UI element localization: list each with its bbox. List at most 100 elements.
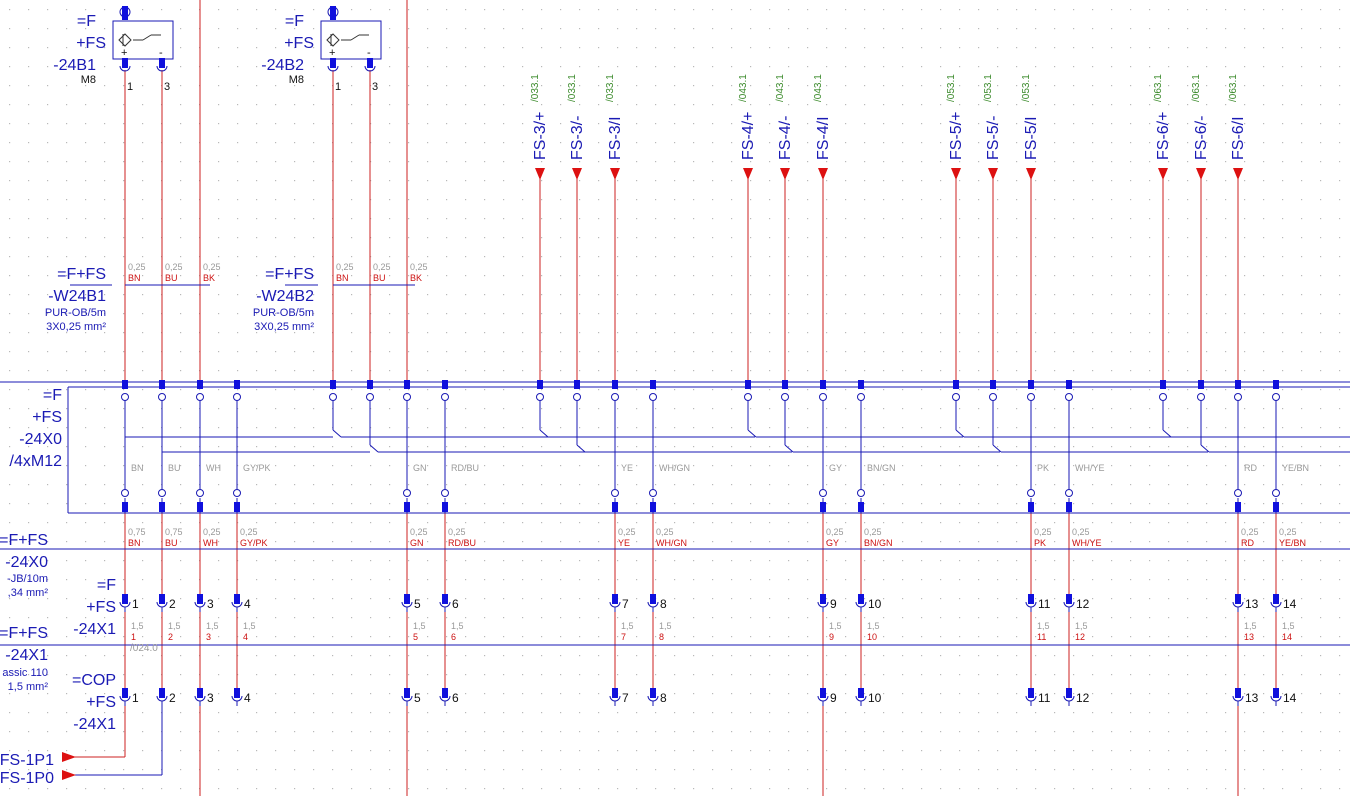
output-fs-1p0[interactable]: FS-1P0 — [0, 770, 54, 787]
box-top-connector[interactable] — [953, 380, 959, 389]
terminal1-terminal[interactable] — [858, 594, 864, 604]
ref-label[interactable]: FS-4/I — [815, 116, 832, 160]
box-bottom-connector[interactable] — [650, 502, 656, 512]
box-top-connector[interactable] — [612, 380, 618, 389]
box-top-connector[interactable] — [858, 380, 864, 389]
terminal1-terminal[interactable] — [197, 594, 203, 604]
box-bottom-connector[interactable] — [1066, 502, 1072, 512]
sensor-24b1[interactable] — [112, 6, 174, 72]
box-top-connector[interactable] — [159, 380, 165, 389]
terminal1-terminal[interactable] — [404, 594, 410, 604]
ref-label[interactable]: FS-3/I — [607, 116, 624, 160]
box-top-connector[interactable] — [782, 380, 788, 389]
ref-arrow-icon[interactable] — [818, 168, 828, 180]
box-top-connector[interactable] — [197, 380, 203, 389]
ref-label[interactable]: FS-6/+ — [1155, 112, 1172, 160]
box-top-connector[interactable] — [1160, 380, 1166, 389]
box-top-connector[interactable] — [442, 380, 448, 389]
ref-arrow-icon[interactable] — [1158, 168, 1168, 180]
ref-crossref[interactable]: /063.1 — [1228, 74, 1239, 102]
output-arrow-icon[interactable] — [62, 752, 76, 762]
sensor-24b2-pin-terminal[interactable] — [330, 58, 336, 68]
ref-crossref[interactable]: /043.1 — [813, 74, 824, 102]
terminal2-terminal[interactable] — [1028, 688, 1034, 698]
ref-label[interactable]: FS-5/- — [985, 116, 1002, 160]
ref-label[interactable]: FS-6/- — [1193, 116, 1210, 160]
box-top-connector[interactable] — [574, 380, 580, 389]
ref-crossref[interactable]: /053.1 — [1021, 74, 1032, 102]
terminal2-terminal[interactable] — [404, 688, 410, 698]
box-top-connector[interactable] — [1273, 380, 1279, 389]
box-top-connector[interactable] — [1235, 380, 1241, 389]
output-fs-1p1[interactable]: FS-1P1 — [0, 752, 54, 769]
ref-arrow-icon[interactable] — [988, 168, 998, 180]
ref-label[interactable]: FS-3/- — [569, 116, 586, 160]
terminal2-terminal[interactable] — [122, 688, 128, 698]
box-bottom-connector[interactable] — [1028, 502, 1034, 512]
ref-crossref[interactable]: /033.1 — [567, 74, 578, 102]
box-bottom-connector[interactable] — [234, 502, 240, 512]
ref-crossref[interactable]: /063.1 — [1153, 74, 1164, 102]
terminal2-terminal[interactable] — [612, 688, 618, 698]
box-bottom-connector[interactable] — [159, 502, 165, 512]
terminal2-terminal[interactable] — [1066, 688, 1072, 698]
box-top-connector[interactable] — [234, 380, 240, 389]
sensor-24b2-pin-terminal[interactable] — [367, 58, 373, 68]
ref-crossref[interactable]: /033.1 — [605, 74, 616, 102]
ref-arrow-icon[interactable] — [951, 168, 961, 180]
sensor-24b2[interactable] — [320, 6, 382, 72]
ref-crossref[interactable]: /053.1 — [983, 74, 994, 102]
sensor-24b1-pin-terminal[interactable] — [122, 58, 128, 68]
ref-arrow-icon[interactable] — [610, 168, 620, 180]
terminal1-terminal[interactable] — [1235, 594, 1241, 604]
terminal2-terminal[interactable] — [197, 688, 203, 698]
box-top-connector[interactable] — [537, 380, 543, 389]
box-top-connector[interactable] — [1066, 380, 1072, 389]
ref-crossref[interactable]: /033.1 — [530, 74, 541, 102]
box-bottom-connector[interactable] — [820, 502, 826, 512]
box-top-connector[interactable] — [1028, 380, 1034, 389]
box-bottom-connector[interactable] — [1235, 502, 1241, 512]
box-top-connector[interactable] — [404, 380, 410, 389]
box-bottom-connector[interactable] — [197, 502, 203, 512]
sensor-24b1-pin-terminal[interactable] — [159, 58, 165, 68]
terminal2-terminal[interactable] — [650, 688, 656, 698]
ref-label[interactable]: FS-5/I — [1023, 116, 1040, 160]
terminal1-terminal[interactable] — [1273, 594, 1279, 604]
ref-arrow-icon[interactable] — [780, 168, 790, 180]
terminal2-terminal[interactable] — [234, 688, 240, 698]
terminal1-terminal[interactable] — [1066, 594, 1072, 604]
ref-arrow-icon[interactable] — [743, 168, 753, 180]
terminal2-terminal[interactable] — [820, 688, 826, 698]
ref-arrow-icon[interactable] — [1026, 168, 1036, 180]
box-bottom-connector[interactable] — [612, 502, 618, 512]
ref-crossref[interactable]: /043.1 — [738, 74, 749, 102]
ref-crossref[interactable]: /053.1 — [946, 74, 957, 102]
terminal2-terminal[interactable] — [1235, 688, 1241, 698]
terminal2-terminal[interactable] — [1273, 688, 1279, 698]
box-top-connector[interactable] — [820, 380, 826, 389]
ref-arrow-icon[interactable] — [535, 168, 545, 180]
ref-label[interactable]: FS-4/+ — [740, 112, 757, 160]
terminal1-terminal[interactable] — [159, 594, 165, 604]
box-bottom-connector[interactable] — [122, 502, 128, 512]
box-top-connector[interactable] — [367, 380, 373, 389]
ref-arrow-icon[interactable] — [1196, 168, 1206, 180]
terminal1-terminal[interactable] — [612, 594, 618, 604]
box-bottom-connector[interactable] — [442, 502, 448, 512]
ref-crossref[interactable]: /043.1 — [775, 74, 786, 102]
box-top-connector[interactable] — [745, 380, 751, 389]
sensor-24b2-top-terminal[interactable] — [330, 6, 336, 20]
ref-label[interactable]: FS-6/I — [1230, 116, 1247, 160]
sensor-24b1-top-terminal[interactable] — [122, 6, 128, 20]
terminal1-terminal[interactable] — [122, 594, 128, 604]
terminal1-terminal[interactable] — [650, 594, 656, 604]
ref-arrow-icon[interactable] — [1233, 168, 1243, 180]
terminal1-terminal[interactable] — [1028, 594, 1034, 604]
box-top-connector[interactable] — [650, 380, 656, 389]
terminal2-terminal[interactable] — [442, 688, 448, 698]
ref-label[interactable]: FS-5/+ — [948, 112, 965, 160]
terminal1-terminal[interactable] — [234, 594, 240, 604]
ref-label[interactable]: FS-3/+ — [532, 112, 549, 160]
ref-crossref[interactable]: /063.1 — [1191, 74, 1202, 102]
